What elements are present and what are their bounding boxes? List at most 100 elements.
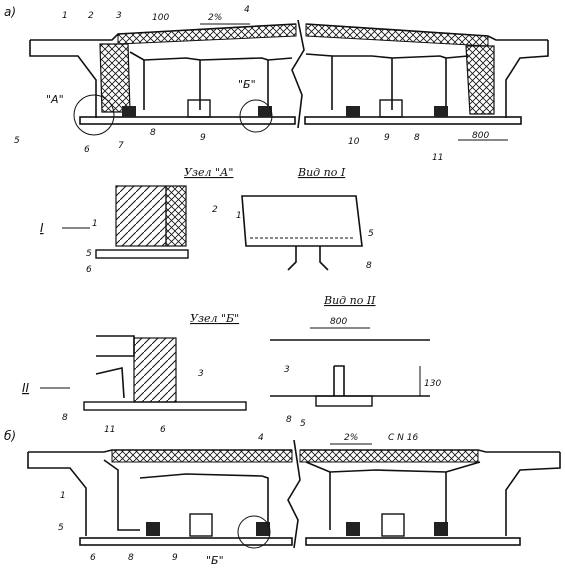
bottom-plate-right-b	[305, 537, 521, 546]
detail-b-callout-11: 11	[104, 425, 115, 435]
detail-b-view-mark: II	[22, 381, 30, 395]
callout-b-9: 9	[172, 553, 178, 563]
node-b-circle-b	[237, 515, 271, 549]
node-b-mark-a: "Б"	[238, 78, 256, 91]
view-2-bearing	[315, 395, 373, 407]
curb-block-left-a	[99, 43, 131, 113]
detail-a-callout-1: 1	[92, 219, 98, 229]
detail-b-title: Узел "Б"	[190, 312, 239, 325]
callout-a-3: 3	[116, 11, 122, 21]
detail-b-plate	[83, 401, 247, 411]
slope-b: 2%	[344, 433, 358, 443]
callout-b-1: 1	[60, 491, 66, 501]
bearing-a6	[434, 106, 448, 117]
view-2-dim-130: 130	[424, 379, 441, 389]
section-a: а) "А" "Б"	[4, 5, 549, 163]
bearing-a3	[258, 106, 272, 117]
detail-b-web	[95, 367, 125, 399]
callout-a-10: 10	[348, 137, 360, 147]
deck-top-outline-b	[28, 449, 560, 453]
left-cantilever-a	[29, 40, 97, 118]
detail-a: Узел "А" I 1 2 5 6	[40, 166, 233, 275]
bearing-b1	[146, 522, 160, 536]
detail-a-callout-2: 2	[212, 205, 218, 215]
callouts-a: 1 2 3 4 5 6 7 8 9 10 9 8 11	[14, 5, 443, 163]
left-cantilever-b	[27, 452, 87, 536]
callout-a-1: 1	[62, 11, 68, 21]
node-a-mark: "А"	[46, 93, 64, 106]
detail-b-callout-3: 3	[198, 369, 204, 379]
detail-b: Узел "Б" II 3 8 11 6	[22, 312, 247, 435]
wearing-course-left-a	[117, 23, 297, 45]
girder-right-b	[305, 461, 481, 530]
bearing-a5	[379, 99, 403, 118]
callout-b-8: 8	[128, 553, 134, 563]
wearing-course-right-a	[305, 23, 489, 47]
section-b-letter: б)	[4, 429, 16, 443]
view-2-channel: С N 16	[388, 433, 418, 443]
girder-right-a	[305, 53, 469, 110]
bearing-b5	[381, 513, 405, 537]
node-a-circle	[73, 94, 115, 136]
slope-a: 2%	[208, 13, 222, 23]
callout-a-9: 9	[200, 133, 206, 143]
bearing-a4	[346, 106, 360, 117]
view-1-callout-1: 1	[236, 211, 242, 221]
callout-b-6: 6	[90, 553, 96, 563]
detail-a-curb	[165, 185, 187, 247]
detail-b-callout-8: 8	[62, 413, 68, 423]
bearing-a1	[122, 106, 136, 117]
view-2-callout-8: 8	[286, 415, 292, 425]
detail-a-callout-5: 5	[86, 249, 92, 259]
wearing-course-right-b	[299, 449, 479, 463]
wearing-course-left-b	[111, 449, 293, 463]
bearing-b6	[434, 522, 448, 536]
view-2-callout-3: 3	[284, 365, 290, 375]
view-2-callout-5: 5	[300, 419, 306, 429]
break-line-a	[291, 19, 305, 129]
bottom-plate-right-a	[304, 116, 522, 125]
view-2-title: Вид по II	[323, 294, 376, 307]
callout-a-4: 4	[244, 5, 250, 15]
detail-a-plate	[95, 249, 189, 259]
callout-a-5: 5	[14, 136, 20, 146]
callout-a-8b: 8	[414, 133, 420, 143]
callout-a-7: 7	[118, 141, 124, 151]
view-1-callout-5: 5	[368, 229, 374, 239]
bearings-b	[146, 513, 448, 537]
callout-a-9b: 9	[384, 133, 390, 143]
callout-b-5: 5	[58, 523, 64, 533]
callout-a-8: 8	[150, 128, 156, 138]
view-1: Вид по I 1 5 8	[236, 166, 374, 271]
view-2-dim-800: 800	[330, 317, 347, 327]
section-a-letter: а)	[4, 5, 16, 19]
bearings-a	[122, 99, 448, 118]
bearing-a2	[187, 99, 211, 118]
bearing-b3	[256, 522, 270, 536]
node-b-circle-a	[239, 99, 273, 133]
girder-left-a	[129, 51, 293, 110]
node-b-mark-b: "Б"	[206, 554, 224, 567]
detail-b-callout-6: 6	[160, 425, 166, 435]
detail-a-title: Узел "А"	[184, 166, 233, 179]
view-1-bearing	[287, 246, 329, 271]
view-2: Вид по II 800 130 С N 16 3 8 5	[270, 294, 441, 443]
dim-100-a: 100	[152, 13, 169, 23]
view-2-beam	[270, 339, 430, 397]
view-2-stiffener	[333, 365, 345, 396]
bottom-plate-left-b	[79, 537, 293, 546]
callout-b-4: 4	[258, 433, 264, 443]
right-cantilever-a	[505, 40, 549, 118]
callout-a-11: 11	[432, 153, 443, 163]
view-1-beam	[241, 195, 363, 247]
curb-block-right-a	[465, 45, 495, 115]
girder-left-b	[103, 459, 269, 531]
bearing-b2	[189, 513, 213, 537]
dim-800-a: 800	[472, 131, 489, 141]
break-line-b	[287, 439, 301, 549]
detail-b-upper	[96, 335, 135, 357]
detail-a-view-mark: I	[40, 221, 44, 235]
callout-a-2: 2	[88, 11, 94, 21]
detail-a-beam	[115, 185, 167, 247]
